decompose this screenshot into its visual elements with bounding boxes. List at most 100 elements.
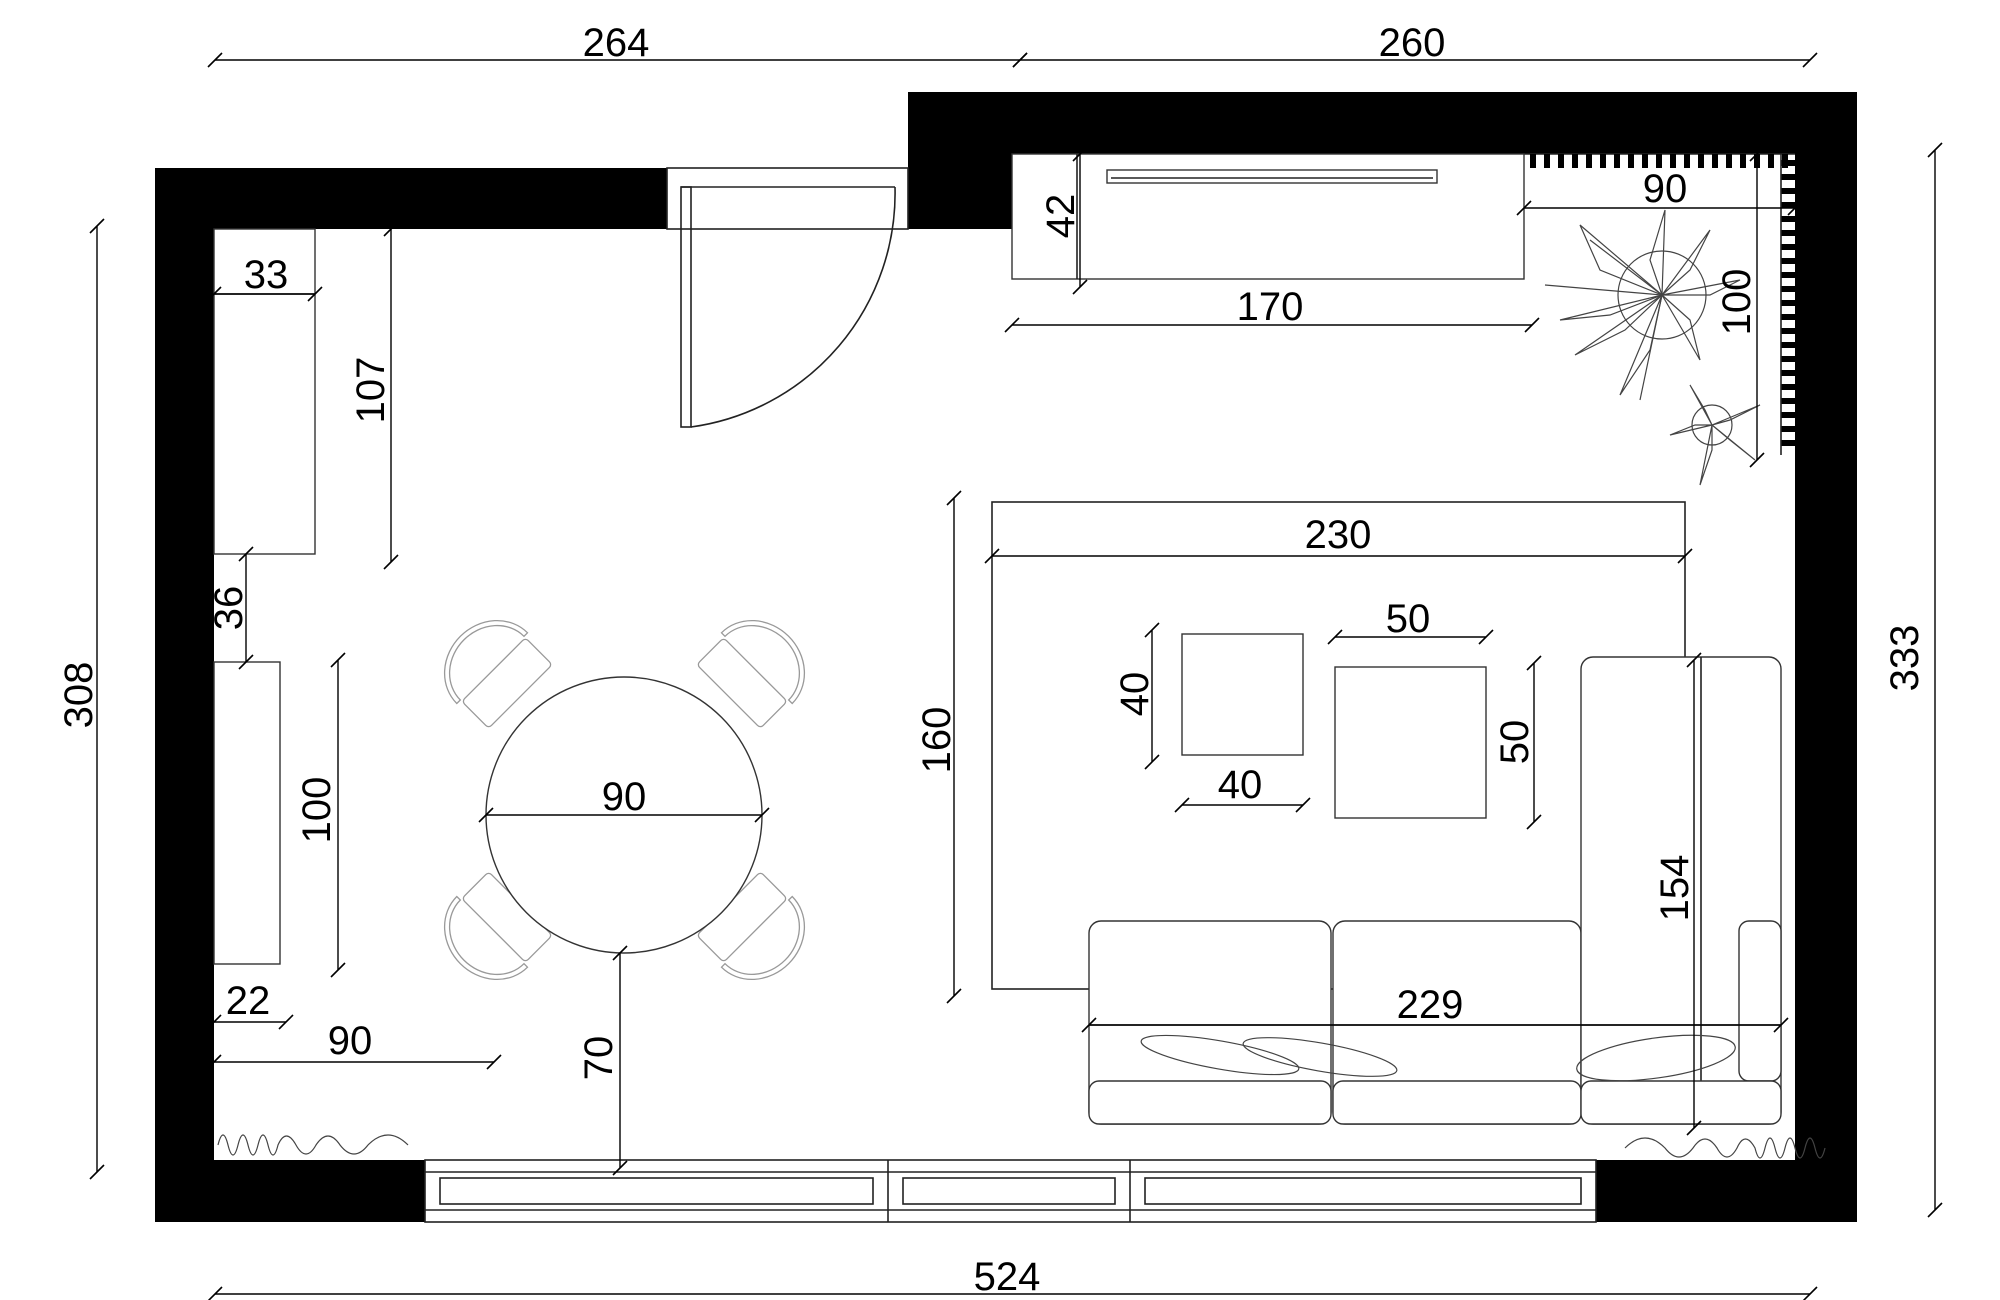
window-tick xyxy=(1781,286,1795,292)
dimension-labels: 264 260 524 308 333 33 107 36 100 22 90 … xyxy=(57,21,1927,1299)
dimline-side-table-2-depth xyxy=(1526,655,1542,830)
dimline-cabinet-gap xyxy=(238,546,254,670)
window-tick xyxy=(1781,174,1795,180)
dim-shelf-depth: 22 xyxy=(226,979,271,1023)
window-tick xyxy=(1781,202,1795,208)
tv xyxy=(1106,169,1438,184)
dimline-top-right xyxy=(1012,52,1818,68)
window-tick xyxy=(1614,154,1620,168)
wall-top-left xyxy=(155,168,667,229)
window-tick xyxy=(1781,426,1795,432)
dim-side-table-2-width: 50 xyxy=(1386,597,1431,641)
dim-tv-unit-depth: 42 xyxy=(1039,194,1083,239)
dim-side-table-1-depth: 40 xyxy=(1113,672,1157,717)
dimline-plant-width xyxy=(1516,200,1803,216)
wall-bottom-right xyxy=(1596,1160,1857,1222)
dimline-bottom xyxy=(207,1286,1818,1300)
dimline-table-diameter xyxy=(478,807,770,823)
dimline-cabinet-length xyxy=(383,221,399,570)
window-tick xyxy=(1544,154,1550,168)
window-bottom xyxy=(424,1159,1597,1223)
left-cabinet xyxy=(213,228,316,555)
walls xyxy=(155,92,1857,1222)
window-top-right xyxy=(1522,153,1795,455)
wall-left xyxy=(155,168,214,1222)
window-tick xyxy=(1628,154,1634,168)
dimline-rug-depth xyxy=(946,490,962,1004)
dim-plant-width: 90 xyxy=(1643,167,1688,211)
dimension-lines xyxy=(89,52,1943,1300)
side-table-2 xyxy=(1334,666,1487,819)
plant-large xyxy=(1544,209,1741,401)
window-tick xyxy=(1781,314,1795,320)
tv-unit xyxy=(1011,153,1525,280)
window-tick xyxy=(1572,154,1578,168)
window-tick xyxy=(1781,230,1795,236)
window-tick xyxy=(1740,154,1746,168)
window-tick xyxy=(1781,216,1795,222)
window-tick xyxy=(1781,356,1795,362)
window-tick xyxy=(1781,328,1795,334)
window-tick xyxy=(1781,398,1795,404)
dim-plant-depth: 100 xyxy=(1715,269,1759,336)
side-table-1 xyxy=(1181,633,1304,756)
cushion-1 xyxy=(1140,1034,1300,1076)
curtain-left xyxy=(217,1134,409,1156)
dimline-table-clearance xyxy=(206,1054,502,1070)
window-tick xyxy=(1558,154,1564,168)
cushion-3 xyxy=(1576,1034,1736,1082)
wall-top-right xyxy=(908,92,1857,154)
dim-left-height: 308 xyxy=(57,662,101,729)
dim-sofa-length: 229 xyxy=(1397,983,1464,1027)
window-tick xyxy=(1781,300,1795,306)
window-ticks-right xyxy=(1781,160,1795,446)
dim-cabinet-length: 107 xyxy=(349,357,393,424)
dim-rug-length: 230 xyxy=(1305,513,1372,557)
sofa-armrest xyxy=(1738,920,1782,1082)
dim-sofa-chaise-length: 154 xyxy=(1653,855,1697,922)
dim-rug-depth: 160 xyxy=(915,707,959,774)
dimline-rug-length xyxy=(984,548,1693,564)
window-ticks-top xyxy=(1530,154,1788,168)
dimline-side-table-1-depth xyxy=(1144,622,1160,770)
dim-right-height: 333 xyxy=(1883,625,1927,692)
wall-bottom-left xyxy=(155,1160,425,1222)
window-tick xyxy=(1656,154,1662,168)
dim-table-diameter: 90 xyxy=(602,775,647,819)
dim-table-clearance: 90 xyxy=(328,1019,373,1063)
dimline-side-table-2-width xyxy=(1327,629,1494,645)
curtain-right xyxy=(1624,1137,1826,1159)
dim-cabinet-gap: 36 xyxy=(207,586,251,631)
dimline-left xyxy=(89,218,105,1180)
window-tick xyxy=(1768,154,1774,168)
dimline-shelf-length xyxy=(330,652,346,978)
window-tick xyxy=(1781,188,1795,194)
window-tick xyxy=(1530,154,1536,168)
wall-right xyxy=(1795,92,1857,1222)
window-tick xyxy=(1712,154,1718,168)
window-tick xyxy=(1698,154,1704,168)
window-tick xyxy=(1600,154,1606,168)
dim-side-table-1-width: 40 xyxy=(1218,763,1263,807)
dimline-tv-unit-length xyxy=(1004,317,1540,333)
dimline-sofa-chaise-length xyxy=(1686,652,1702,1136)
window-tick xyxy=(1781,384,1795,390)
left-shelf xyxy=(213,661,281,965)
dimline-side-table-1-width xyxy=(1174,797,1311,813)
dim-table-to-window: 70 xyxy=(577,1036,621,1081)
window-tick xyxy=(1781,440,1795,446)
sofa xyxy=(1088,656,1782,1125)
dimline-right xyxy=(1927,142,1943,1218)
dimline-tv-unit-depth xyxy=(1072,146,1088,295)
wall-step xyxy=(908,92,1012,229)
window-tick xyxy=(1781,272,1795,278)
plant-small xyxy=(1669,384,1761,486)
door xyxy=(666,167,909,428)
dimline-cabinet-depth xyxy=(206,286,323,302)
dimline-plant-depth xyxy=(1749,146,1765,468)
dim-shelf-length: 100 xyxy=(295,777,339,844)
window-tick xyxy=(1781,342,1795,348)
window-tick xyxy=(1781,160,1795,166)
window-tick xyxy=(1726,154,1732,168)
